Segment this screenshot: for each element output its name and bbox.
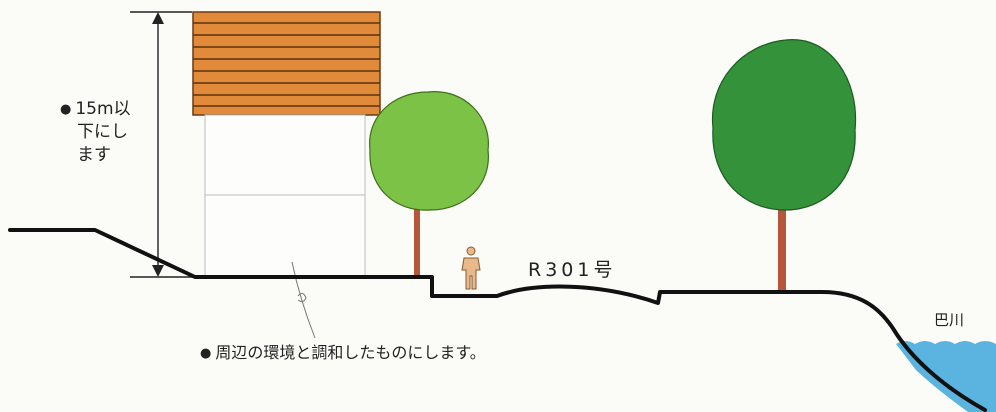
river-label: 巴川 [934, 311, 965, 329]
building-wall [204, 114, 366, 278]
bullet-dot-icon: ● [60, 102, 72, 117]
river-water [896, 341, 996, 412]
tree-icon [711, 39, 857, 292]
environment-harmony-note: ●周辺の環境と調和したものにします。 [200, 343, 486, 362]
tree-icon [369, 91, 489, 278]
leader-line [291, 261, 316, 339]
ground-profile [8, 228, 987, 412]
building [192, 11, 381, 278]
bullet-dot-icon: ● [200, 346, 212, 361]
dimension-arrow-icon [152, 12, 164, 24]
height-limit-note: ●15m以 下にし ます [60, 99, 131, 165]
building-roof [192, 11, 381, 116]
height-dimension [130, 11, 200, 278]
road-label: R301号 [528, 259, 617, 281]
person-icon [461, 246, 481, 290]
